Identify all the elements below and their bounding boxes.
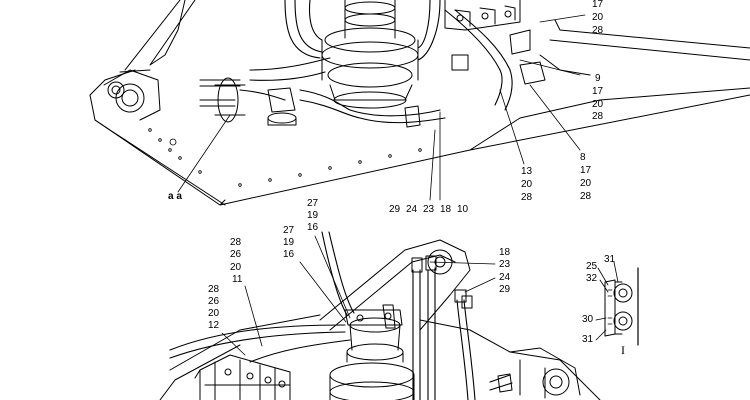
bottom-leader-lines (221, 235, 496, 356)
boom-arm-top (119, 0, 196, 73)
bottom-boom-pivot (427, 249, 453, 275)
frame-side-edge (94, 119, 226, 206)
top-swivel-joint (321, 0, 419, 109)
bottom-hoses (169, 231, 513, 400)
detail-fitting-lower (613, 311, 633, 331)
bottom-hose-fittings (411, 255, 513, 393)
detail-view-fittings (595, 261, 639, 346)
detail-fitting-block (604, 279, 623, 337)
top-valve-block (444, 0, 521, 31)
top-view-assembly (89, 0, 750, 206)
top-hoses (199, 0, 513, 124)
bottom-valve-bank (194, 354, 291, 400)
top-manifold (214, 77, 297, 126)
bottom-base-frame (159, 314, 601, 400)
bottom-rear-lugs (509, 347, 581, 399)
boom-pivot (103, 69, 161, 121)
detail-fitting-upper (613, 283, 633, 303)
right-boom-top (539, 19, 750, 76)
plate-holes (148, 128, 422, 187)
top-leader-lines (177, 14, 586, 201)
bottom-swivel-joint (329, 304, 415, 400)
base-frame-plate (89, 69, 750, 206)
bottom-view-assembly (159, 231, 601, 400)
